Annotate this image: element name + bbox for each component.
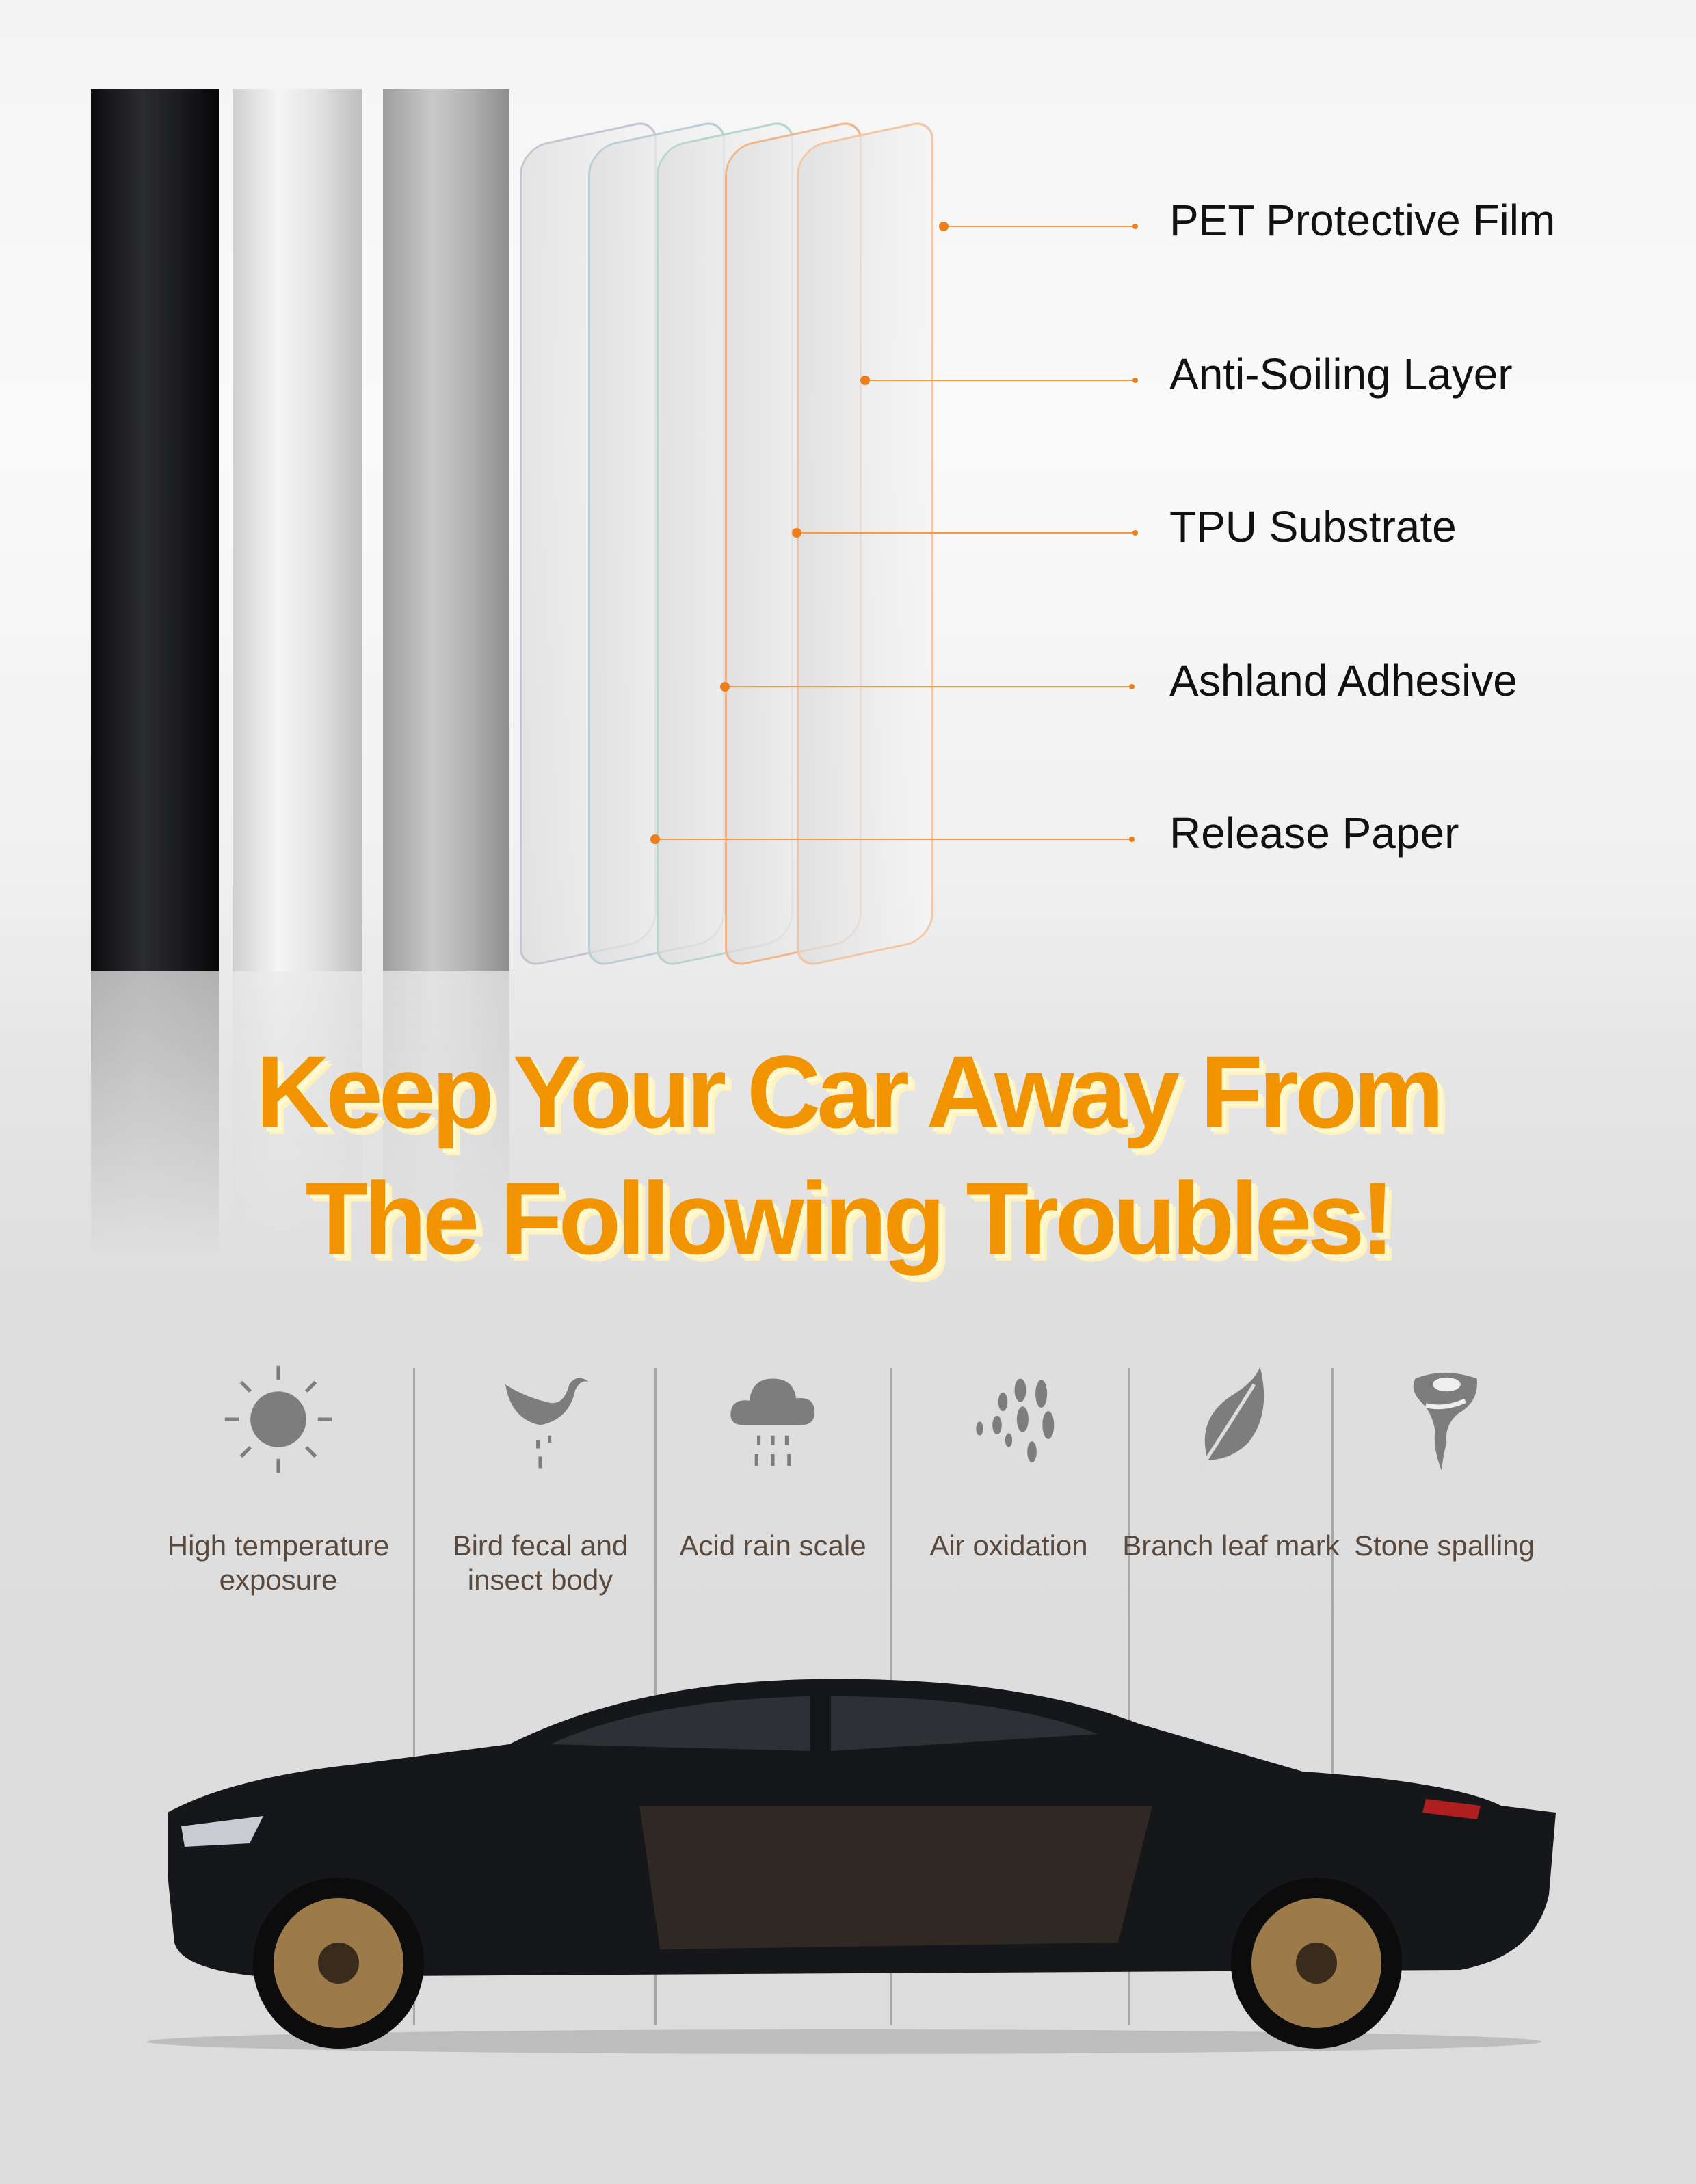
trouble-item: High temperature exposure <box>162 1361 395 1597</box>
black-car-image <box>147 1679 1556 2054</box>
bird-icon <box>505 1378 589 1469</box>
layer-label-tpu: TPU Substrate <box>1169 502 1457 551</box>
trouble-item: Bird fecal and insect body <box>424 1361 657 1597</box>
trouble-item: Branch leaf mark <box>1115 1361 1347 1563</box>
trouble-item: Air oxidation <box>892 1361 1125 1563</box>
trouble-label: Branch leaf mark <box>1122 1529 1340 1562</box>
trouble-item: Stone spalling <box>1328 1361 1561 1563</box>
layer-label-anti-soiling: Anti-Soiling Layer <box>1169 350 1513 399</box>
grey-film-roll <box>383 89 509 971</box>
rain-cloud-icon <box>730 1378 815 1466</box>
trouble-label: High temperature exposure <box>167 1529 390 1596</box>
headline-line-2: The Following Troubles! <box>305 1161 1395 1276</box>
headline-line-1: Keep Your Car Away From <box>255 1034 1444 1149</box>
trouble-label: Air oxidation <box>929 1529 1088 1562</box>
droplets-icon <box>976 1378 1055 1462</box>
silver-film-roll <box>233 89 362 971</box>
divider <box>1128 1368 1130 2025</box>
trouble-item: Acid rain scale <box>657 1361 889 1563</box>
tornado-icon <box>1413 1373 1477 1472</box>
black-film-roll <box>91 89 219 971</box>
trouble-label: Bird fecal and insect body <box>452 1529 628 1596</box>
trouble-label: Stone spalling <box>1354 1529 1535 1562</box>
layer-label-release-paper: Release Paper <box>1169 808 1459 858</box>
divider <box>413 1368 415 2025</box>
layer-sheet <box>797 118 933 969</box>
leaf-icon <box>1197 1367 1264 1473</box>
divider <box>1331 1368 1334 2025</box>
layer-label-pet: PET Protective Film <box>1169 196 1556 245</box>
layer-label-adhesive: Ashland Adhesive <box>1169 656 1518 705</box>
trouble-label: Acid rain scale <box>679 1529 866 1562</box>
sun-icon <box>224 1365 332 1473</box>
